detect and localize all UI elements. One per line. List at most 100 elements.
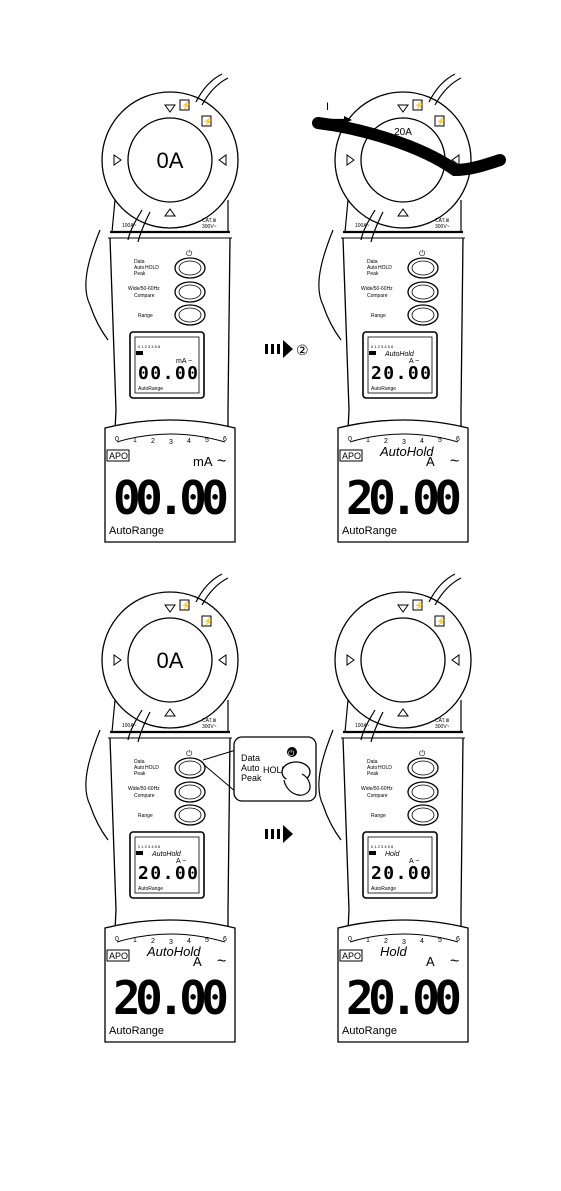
power-icon: ⏻	[419, 249, 426, 258]
meter-panel-4: ⚡⚡100A~CAT.Ⅲ300V~⏻DataAutoPeakHOLDWide/5…	[317, 572, 473, 1043]
button-label: Data	[134, 259, 145, 265]
ac-symbol: ~	[450, 953, 459, 970]
small-unit: A ~	[409, 358, 419, 365]
lcd-unit: A	[426, 954, 435, 969]
button-label: Wide/50-60Hz	[128, 286, 160, 292]
button-label: Peak	[134, 271, 146, 277]
small-unit: A ~	[176, 858, 186, 865]
meter-panel-3: 0A⚡⚡100A~CAT.Ⅲ300V~⏻DataAutoPeakHOLDWide…	[84, 572, 240, 1043]
scale-tick: 5	[438, 937, 442, 944]
button-label: Data	[367, 259, 378, 265]
scale-tick: 5	[438, 437, 442, 444]
scale-tick: 2	[384, 938, 388, 945]
small-autorange: AutoRange	[138, 886, 163, 892]
button-label: HOLD	[145, 265, 159, 271]
cat-rating: 300V~	[435, 724, 450, 730]
svg-text:⏻: ⏻	[288, 749, 295, 758]
small-mode: AutoHold	[384, 351, 415, 358]
button-label: Peak	[367, 271, 379, 277]
button-label: Range	[371, 813, 386, 819]
svg-text:Auto: Auto	[241, 763, 260, 773]
apo-indicator: APO	[342, 451, 361, 461]
fuse-icon: ⚡	[203, 616, 213, 626]
step-arrow-2	[265, 825, 293, 843]
button-label: Compare	[367, 293, 388, 299]
scale-tick: 2	[384, 438, 388, 445]
lcd-digits: 20.00	[113, 971, 229, 1025]
small-unit: A ~	[409, 858, 419, 865]
autorange-indicator: AutoRange	[342, 525, 397, 537]
small-autorange: AutoRange	[138, 386, 163, 392]
scale-tick: 0	[348, 936, 352, 943]
power-icon: ⏻	[419, 749, 426, 758]
scale-tick: 0	[115, 436, 119, 443]
scale-tick: 4	[420, 938, 424, 945]
lcd-digits: 00.00	[113, 471, 229, 525]
scale-tick: 2	[151, 938, 155, 945]
button-label: Auto	[367, 765, 378, 771]
lcd-unit: mA	[193, 454, 213, 469]
button-label: Compare	[134, 793, 155, 799]
button-label: Auto	[134, 265, 145, 271]
scale-tick: 4	[187, 438, 191, 445]
ac-symbol: ~	[450, 453, 459, 470]
lcd-mode-indicator: AutoHold	[379, 444, 434, 459]
button-label: Wide/50-60Hz	[128, 786, 160, 792]
range-mark: 100A~	[122, 223, 137, 229]
ac-symbol: ~	[217, 953, 226, 970]
jaw-reading: 0A	[157, 648, 184, 673]
svg-text:Peak: Peak	[241, 773, 262, 783]
scale-tick: 2	[151, 438, 155, 445]
small-digits: 00.00	[138, 363, 198, 384]
scale-tick: 6	[223, 436, 227, 443]
button-label: HOLD	[378, 265, 392, 271]
fuse-icon: ⚡	[181, 600, 191, 610]
button-label: Compare	[134, 293, 155, 299]
button-label: Data	[367, 759, 378, 765]
power-icon: ⏻	[186, 249, 193, 258]
cat-rating: 300V~	[435, 224, 450, 230]
scale-tick: 6	[456, 936, 460, 943]
current-label: I	[326, 101, 329, 113]
step-arrow-1: ②	[265, 340, 309, 358]
small-scale-ticks: 0 1 2 3 4 5 6	[371, 844, 394, 849]
cat-rating: CAT.Ⅲ	[435, 218, 449, 224]
svg-text:Data: Data	[241, 753, 260, 763]
scale-tick: 6	[223, 936, 227, 943]
fuse-icon: ⚡	[414, 100, 424, 110]
button-label: Data	[134, 759, 145, 765]
button-label: Peak	[367, 771, 379, 777]
lcd-digits: 20.00	[346, 971, 462, 1025]
cat-rating: CAT.Ⅲ	[435, 718, 449, 724]
range-mark: 100A~	[122, 723, 137, 729]
range-mark: 100A~	[355, 723, 370, 729]
small-digits: 20.00	[138, 863, 198, 884]
hold-button-callout: Data Auto Peak HOLD ⏻	[202, 736, 317, 802]
jaw-reading: 20A	[394, 127, 412, 138]
small-scale-ticks: 0 1 2 3 4 5 6	[138, 344, 161, 349]
autorange-indicator: AutoRange	[342, 1025, 397, 1037]
small-mode: AutoHold	[151, 851, 182, 858]
cat-rating: 300V~	[202, 724, 217, 730]
fuse-icon: ⚡	[436, 116, 446, 126]
small-autorange: AutoRange	[371, 886, 396, 892]
fuse-icon: ⚡	[414, 600, 424, 610]
small-mode: Hold	[385, 851, 401, 858]
scale-tick: 1	[133, 937, 137, 944]
button-label: Auto	[367, 265, 378, 271]
button-label: Compare	[367, 793, 388, 799]
power-icon: ⏻	[186, 749, 193, 758]
autorange-indicator: AutoRange	[109, 525, 164, 537]
lcd-mode-indicator: Hold	[380, 944, 408, 959]
small-unit: mA ~	[176, 358, 192, 365]
apo-indicator: APO	[109, 951, 128, 961]
scale-tick: 4	[420, 438, 424, 445]
lcd-digits: 20.00	[346, 471, 462, 525]
lcd-unit: A	[193, 954, 202, 969]
autorange-indicator: AutoRange	[109, 1025, 164, 1037]
scale-tick: 6	[456, 436, 460, 443]
cat-rating: CAT.Ⅲ	[202, 218, 216, 224]
scale-tick: 4	[187, 938, 191, 945]
scale-tick: 5	[205, 437, 209, 444]
jaw-reading: 0A	[157, 148, 184, 173]
